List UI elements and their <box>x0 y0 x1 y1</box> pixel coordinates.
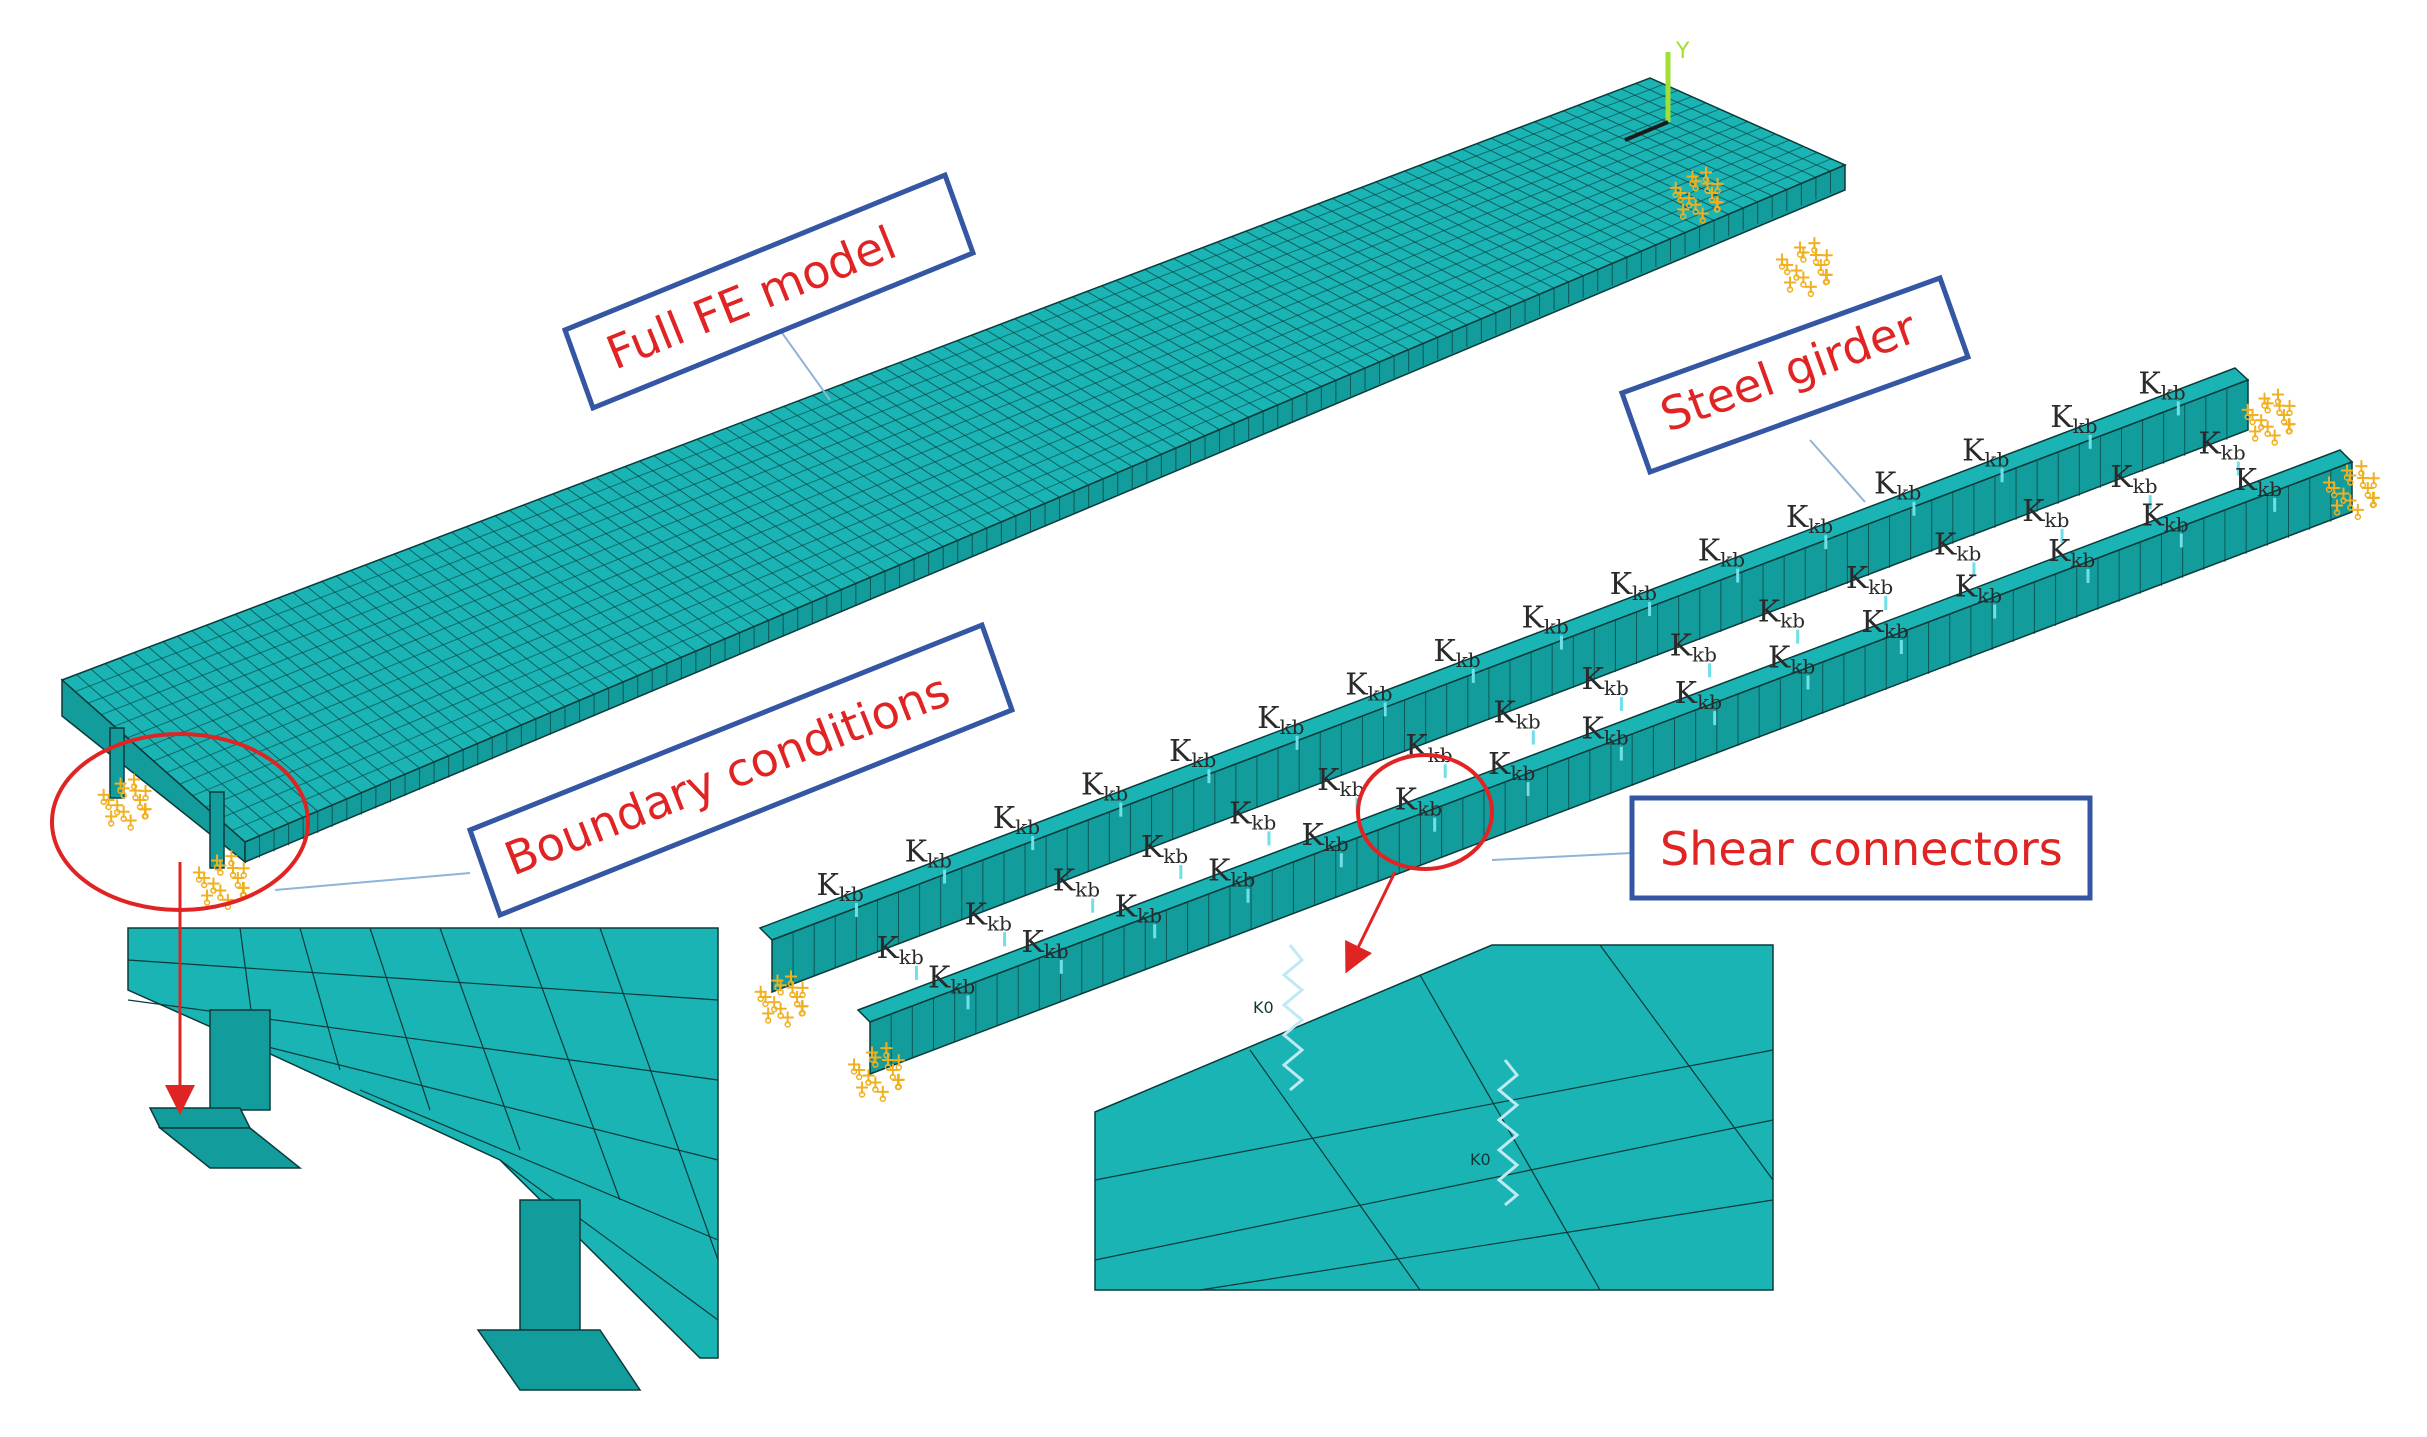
mesh-line <box>166 127 1762 774</box>
inset-2-mesh-lines <box>1094 944 1774 1291</box>
deck-mesh-lines <box>74 83 1832 858</box>
callout-steel-girder: Steel girder <box>1618 274 1972 476</box>
mesh-line <box>74 83 1665 693</box>
mesh-line <box>359 1089 719 1241</box>
spring-symbol-label: Kkb <box>1581 712 1628 750</box>
mesh-line <box>519 927 621 1201</box>
mesh-line <box>127 108 1720 739</box>
spring-small-label: K0 <box>1470 1150 1491 1169</box>
spring-symbol-label: Kkb <box>1081 768 1128 806</box>
girder-2-mesh-lines <box>890 470 2332 1066</box>
mesh-line <box>114 102 1706 727</box>
spring-symbol-label: Kkb <box>1675 676 1722 714</box>
inset-1-girder-far <box>476 1199 642 1391</box>
spring-symbol-label: Kkb <box>1610 567 1657 605</box>
spring-symbol-label: Kkb <box>993 801 1040 839</box>
mesh-line <box>101 96 1692 716</box>
inset-2-slab <box>1094 944 1774 1291</box>
mesh-line <box>231 158 1832 831</box>
support-symbol-icon <box>1669 166 1724 224</box>
axis-y-label: Y <box>1675 39 1690 64</box>
spring-symbol-label: Kkb <box>2235 463 2282 501</box>
support-symbol-icon <box>754 970 809 1028</box>
spring-symbol-label: Kkb <box>816 868 863 906</box>
mesh-line <box>1199 1199 1774 1291</box>
leader-lines <box>274 329 1866 891</box>
deck-slab <box>60 77 1847 864</box>
deck-girder-web <box>209 791 225 869</box>
spring-symbol-label: Kkb <box>2048 534 2095 572</box>
inset-1-girder-near <box>148 1009 303 1169</box>
support-symbol-icon <box>848 1042 905 1103</box>
spring-symbol-label: Kkb <box>928 960 975 998</box>
support-symbol-icon <box>193 850 250 911</box>
mesh-line <box>153 121 1748 762</box>
mesh-line <box>140 114 1734 750</box>
spring-symbol-label: Kkb <box>1962 433 2009 471</box>
spring-symbol-label: Kkb <box>1169 734 1216 772</box>
spring-symbol-label: Kkb <box>905 835 952 873</box>
spring-symbol-label: Kkb <box>1301 818 1348 856</box>
mesh-line <box>439 927 521 1151</box>
spring-symbol-label: Kkb <box>1768 641 1815 679</box>
support-symbols <box>97 166 2380 1103</box>
spring-symbol-label: Kkb <box>1257 701 1304 739</box>
spring-symbol-label: Kkb <box>1698 534 1745 572</box>
steel-girder-1 <box>758 367 2250 994</box>
mesh-line <box>499 1159 719 1321</box>
mesh-line <box>205 145 1804 808</box>
spring-symbol-label: Kkb <box>2110 460 2157 498</box>
mesh-line <box>299 927 341 1071</box>
shear-connector-inset: K0 K0 <box>1094 871 1774 1291</box>
mesh-line <box>127 959 719 1001</box>
shear-connector-springs: K0 K0 <box>1253 944 1520 1207</box>
callout-shear-connectors: Shear connectors <box>1629 795 2093 901</box>
spring-symbol-label: Kkb <box>1874 467 1921 505</box>
mesh-line <box>1094 1049 1774 1181</box>
mesh-line <box>87 89 1679 704</box>
spring-symbol-label: Kkb <box>1021 925 1068 963</box>
mesh-line <box>1249 1049 1421 1291</box>
support-symbol-icon <box>2241 388 2296 446</box>
support-symbol-icon <box>97 773 152 831</box>
girder-1-mesh-lines <box>792 388 2228 984</box>
support-symbol-icon <box>2323 460 2380 521</box>
boundary-highlight-circle <box>50 732 310 912</box>
mesh-line <box>192 139 1790 797</box>
support-symbol-icon <box>1776 237 1833 298</box>
spring-symbol-label: Kkb <box>1521 600 1568 638</box>
spring-symbol-label: Kkb <box>1786 500 1833 538</box>
spring-symbol-label: Kkb <box>1861 605 1908 643</box>
spring-small-label: K0 <box>1253 998 1274 1017</box>
spring-symbol-label: Kkb <box>1488 747 1535 785</box>
spring-symbol-label: Kkb <box>1955 569 2002 607</box>
mesh-line <box>239 1039 719 1161</box>
inset-2-arrow <box>1345 871 1397 974</box>
spring-symbol-label: Kkb <box>1208 854 1255 892</box>
shear-connector-highlight-circle <box>1356 753 1494 871</box>
mesh-line <box>599 927 719 1261</box>
spring-symbol-label: Kkb <box>2138 366 2185 404</box>
steel-girders: KkbKkbKkbKkbKkbKkbKkbKkbKkbKkbKkbKkbKkbK… <box>758 366 2354 1076</box>
spring-symbol-label: Kkb <box>2141 498 2188 536</box>
spring-symbol-label: Kkb <box>1345 667 1392 705</box>
mesh-line <box>218 152 1818 820</box>
mesh-line <box>1094 1119 1774 1261</box>
spring-symbol-label: Kkb <box>1115 889 1162 927</box>
mesh-line <box>179 133 1776 785</box>
spring-symbol-label: Kkb <box>1433 634 1480 672</box>
spring-symbol-label: Kkb <box>2050 400 2097 438</box>
mesh-line <box>1419 974 1601 1291</box>
spring-symbol-label: Kkb <box>1934 527 1981 565</box>
mesh-line <box>369 927 431 1111</box>
spring-symbol-label: Kkb <box>1395 783 1442 821</box>
label-shear-connectors: Shear connectors <box>1660 822 2063 876</box>
spring-symbols: KkbKkbKkbKkbKkbKkbKkbKkbKkbKkbKkbKkbKkbK… <box>816 366 2282 1010</box>
boundary-zoom-inset <box>127 862 719 1391</box>
mesh-line <box>1599 944 1774 1181</box>
coordinate-axis-icon: Y <box>1624 39 1690 142</box>
